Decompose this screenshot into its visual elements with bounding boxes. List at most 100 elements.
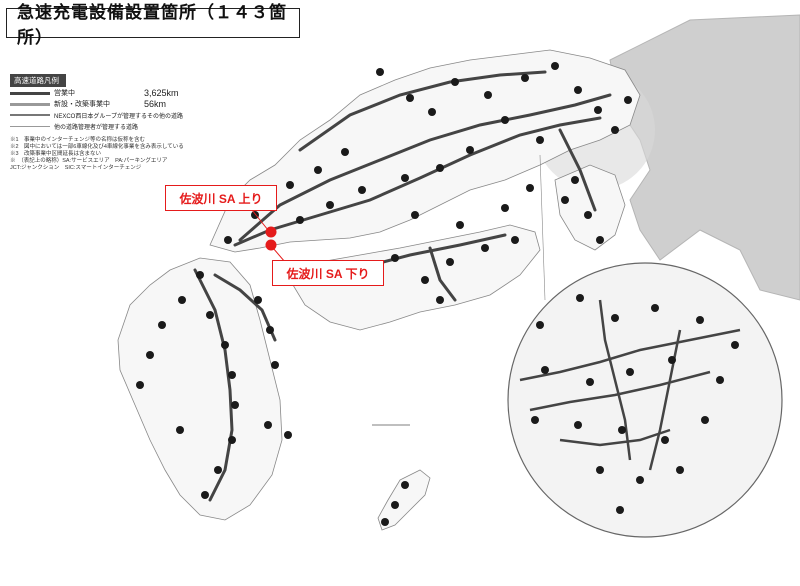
station-marker <box>381 518 389 526</box>
station-marker <box>576 294 584 302</box>
station-marker <box>526 184 534 192</box>
station-markers <box>136 62 739 526</box>
station-marker <box>436 296 444 304</box>
station-marker <box>624 96 632 104</box>
station-marker <box>284 431 292 439</box>
legend-label: 他の道路管理者が管理する道路 <box>54 124 139 131</box>
legend-line-construction <box>10 102 50 106</box>
station-marker <box>221 341 229 349</box>
chugoku-land <box>209 49 641 253</box>
legend: 高速道路凡例 営業中 3,625km 新設・改築事業中 56km NEXCO西日… <box>10 74 220 172</box>
station-marker <box>158 321 166 329</box>
station-marker <box>271 361 279 369</box>
station-marker <box>618 426 626 434</box>
station-marker <box>551 62 559 70</box>
station-marker <box>596 236 604 244</box>
station-marker <box>196 271 204 279</box>
station-marker <box>228 371 236 379</box>
station-marker <box>636 476 644 484</box>
station-marker <box>716 376 724 384</box>
sanin-road <box>298 70 547 152</box>
station-marker <box>574 86 582 94</box>
station-marker <box>406 94 414 102</box>
station-marker <box>574 421 582 429</box>
station-marker <box>541 366 549 374</box>
callout-sabagawa-down: 佐波川 SA 下り <box>272 260 384 286</box>
legend-label: NEXCO西日本グループが管理するその他の道路 <box>54 113 183 120</box>
sanyo-expressway <box>233 116 602 247</box>
station-marker <box>326 201 334 209</box>
legend-note: JCT:ジャンクション SIC:スマートインターチェンジ <box>10 165 142 171</box>
inset-road-4 <box>559 428 671 447</box>
station-marker <box>428 108 436 116</box>
station-marker <box>296 216 304 224</box>
station-marker <box>314 166 322 174</box>
inset-road-1 <box>519 328 741 382</box>
station-marker <box>266 326 274 334</box>
legend-line-external <box>10 125 50 127</box>
legend-label: 新設・改築事業中 <box>54 101 110 108</box>
kansai-inset <box>507 262 783 538</box>
station-marker <box>411 211 419 219</box>
oita-road <box>213 273 277 342</box>
station-marker <box>661 436 669 444</box>
station-marker <box>481 244 489 252</box>
legend-heading: 高速道路凡例 <box>10 74 66 87</box>
legend-notes: ※1 事業中のインターチェンジ等の名称は仮称を含む ※2 図中においては一部6車… <box>10 137 220 172</box>
station-marker <box>136 381 144 389</box>
station-marker <box>224 236 232 244</box>
station-marker <box>391 254 399 262</box>
page-title: 急速充電設備設置箇所（１４３箇所） <box>6 3 300 47</box>
station-marker <box>511 236 519 244</box>
station-marker <box>358 186 366 194</box>
station-marker <box>176 426 184 434</box>
station-marker <box>401 174 409 182</box>
station-marker <box>701 416 709 424</box>
station-marker <box>286 181 294 189</box>
station-marker <box>206 311 214 319</box>
station-marker <box>596 466 604 474</box>
station-marker <box>401 481 409 489</box>
inset-road-5 <box>648 329 682 471</box>
station-marker <box>201 491 209 499</box>
legend-label: 営業中 <box>54 90 75 97</box>
callout-leader-down <box>272 247 286 263</box>
station-marker <box>521 74 529 82</box>
station-marker <box>264 421 272 429</box>
station-marker <box>584 211 592 219</box>
legend-note: ※ （表記上の略称）SA:サービスエリア PA:パーキングエリア <box>10 158 168 164</box>
station-marker <box>146 351 154 359</box>
station-marker <box>341 148 349 156</box>
station-marker <box>501 204 509 212</box>
station-marker <box>586 378 594 386</box>
station-marker <box>436 164 444 172</box>
station-marker <box>466 146 474 154</box>
kii-land <box>554 164 626 251</box>
station-marker <box>531 416 539 424</box>
inset-connector <box>539 154 546 301</box>
legend-value: 3,625km <box>144 88 179 98</box>
kyushu-expressway <box>193 268 234 502</box>
station-marker <box>594 106 602 114</box>
station-marker <box>376 68 384 76</box>
okinawa-land <box>377 469 431 531</box>
station-marker <box>731 341 739 349</box>
station-marker <box>451 78 459 86</box>
legend-note: ※2 図中においては一部6車線化及び4車線化事業を含み表示している <box>10 144 184 150</box>
legend-row: NEXCO西日本グループが管理するその他の道路 <box>10 110 220 120</box>
station-marker <box>484 91 492 99</box>
legend-value: 56km <box>144 99 167 109</box>
station-marker <box>651 304 659 312</box>
station-marker <box>421 276 429 284</box>
kinki-road <box>558 128 597 212</box>
station-marker <box>561 196 569 204</box>
station-marker <box>536 321 544 329</box>
station-marker <box>391 501 399 509</box>
station-marker <box>231 401 239 409</box>
legend-note: ※3 改築事業中区間延長は含まない <box>10 151 102 157</box>
legend-row: 他の道路管理者が管理する道路 <box>10 121 220 131</box>
sabagawa-sa-down-marker <box>265 239 277 251</box>
station-marker <box>178 296 186 304</box>
station-marker <box>446 258 454 266</box>
